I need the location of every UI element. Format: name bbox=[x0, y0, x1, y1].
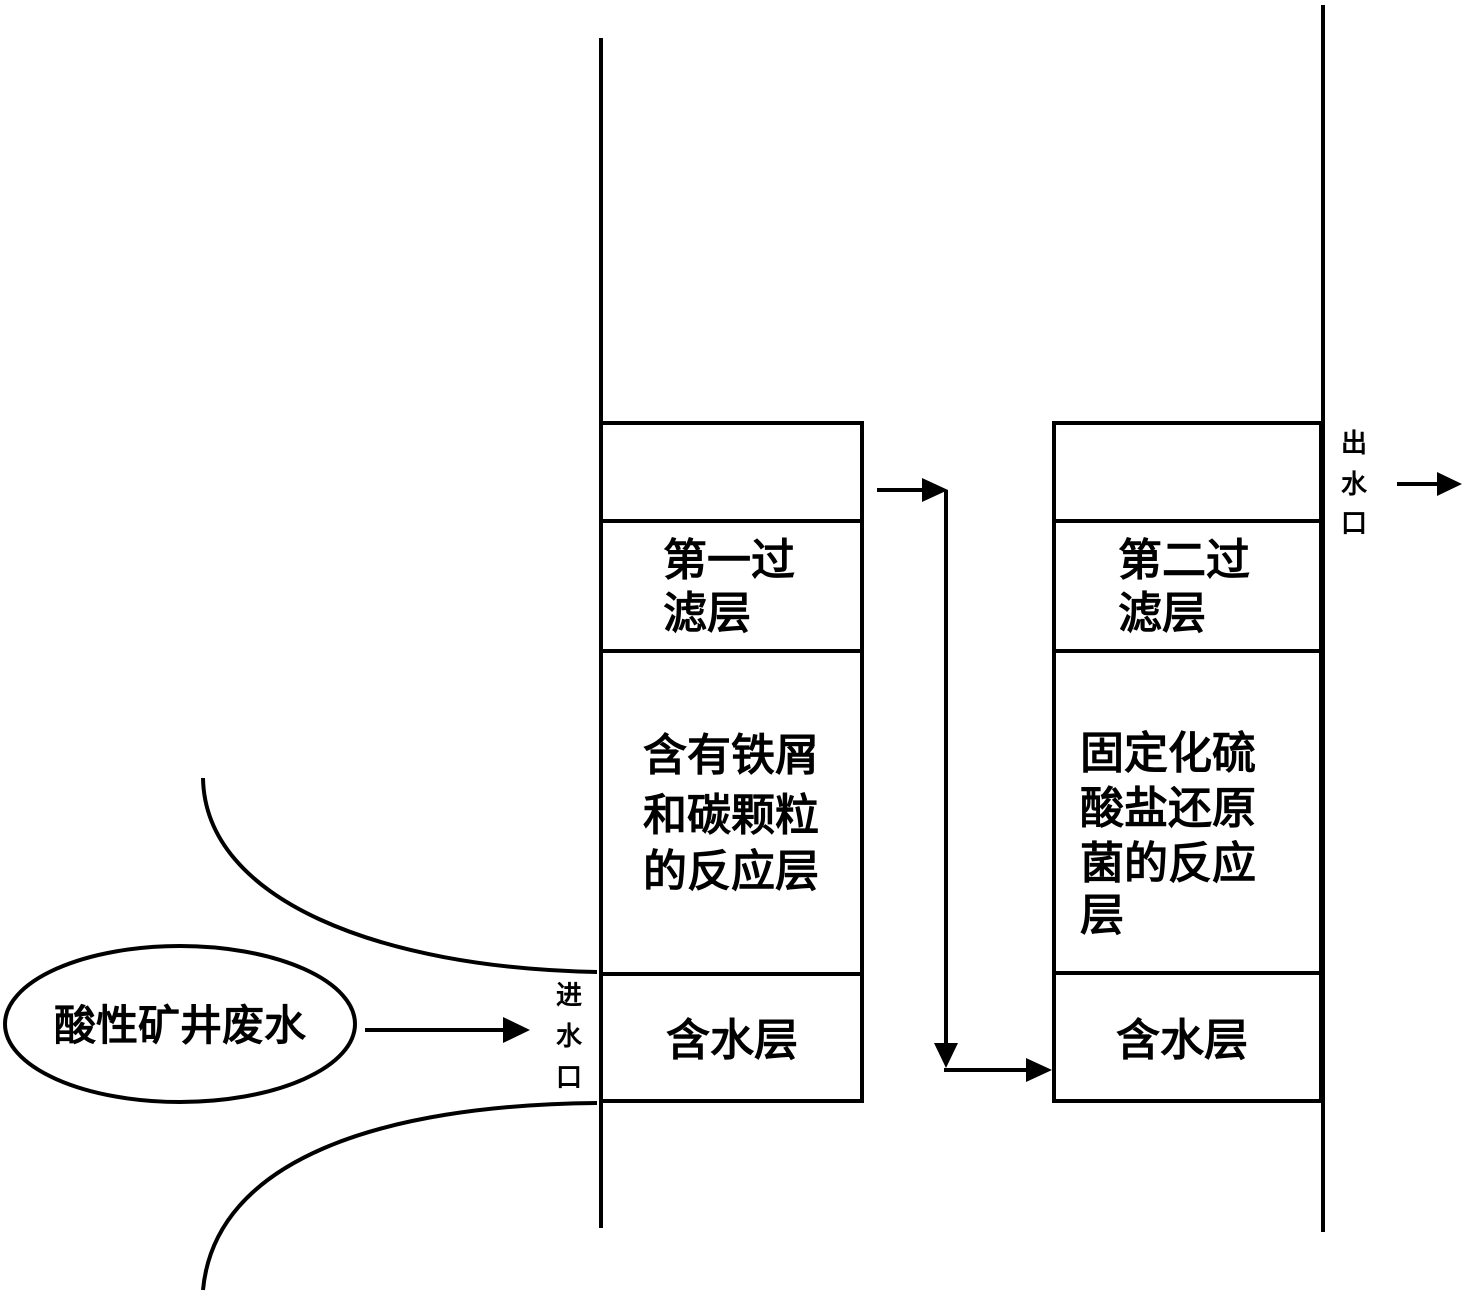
column-2: 第二过 滤层 固定化硫 酸盐还原 菌的反应 层 含水层 bbox=[1052, 421, 1323, 1103]
upper-aquifer-curve bbox=[201, 777, 598, 974]
column-1-filter-label: 第一过 滤层 bbox=[663, 535, 810, 639]
column-1-filter-layer bbox=[599, 519, 864, 653]
source-label: 酸性矿井废水 bbox=[54, 1001, 307, 1050]
column-1-reaction-label: 含有铁屑 和碳颗粒 的反应层 bbox=[643, 730, 834, 897]
column-1-water-label: 含水层 bbox=[666, 1015, 798, 1066]
column-2-water-label: 含水层 bbox=[1116, 1015, 1248, 1066]
column-1-water-layer bbox=[599, 972, 864, 1103]
column-1-reaction-layer bbox=[599, 649, 864, 976]
column-1-top-layer bbox=[599, 421, 864, 523]
outlet-label: 出 水 口 bbox=[1341, 429, 1376, 539]
column-2-reaction-label: 固定化硫 酸盐还原 菌的反应 层 bbox=[1080, 728, 1271, 941]
column-2-filter-label: 第二过 滤层 bbox=[1118, 535, 1265, 639]
column-2-top-layer bbox=[1052, 421, 1323, 523]
transfer-arrow bbox=[877, 478, 1052, 1082]
column-1: 第一过 滤层 含有铁屑 和碳颗粒 的反应层 含水层 bbox=[599, 421, 864, 1103]
source-ellipse bbox=[3, 944, 357, 1104]
outlet-arrow bbox=[1397, 472, 1462, 496]
inlet-label: 进 水 口 bbox=[556, 981, 591, 1093]
column-2-reaction-layer bbox=[1052, 649, 1323, 975]
column-2-filter-layer bbox=[1052, 519, 1323, 653]
column-2-water-layer bbox=[1052, 971, 1323, 1103]
lower-aquifer-curve bbox=[201, 1101, 598, 1291]
inlet-arrow bbox=[365, 1017, 530, 1043]
